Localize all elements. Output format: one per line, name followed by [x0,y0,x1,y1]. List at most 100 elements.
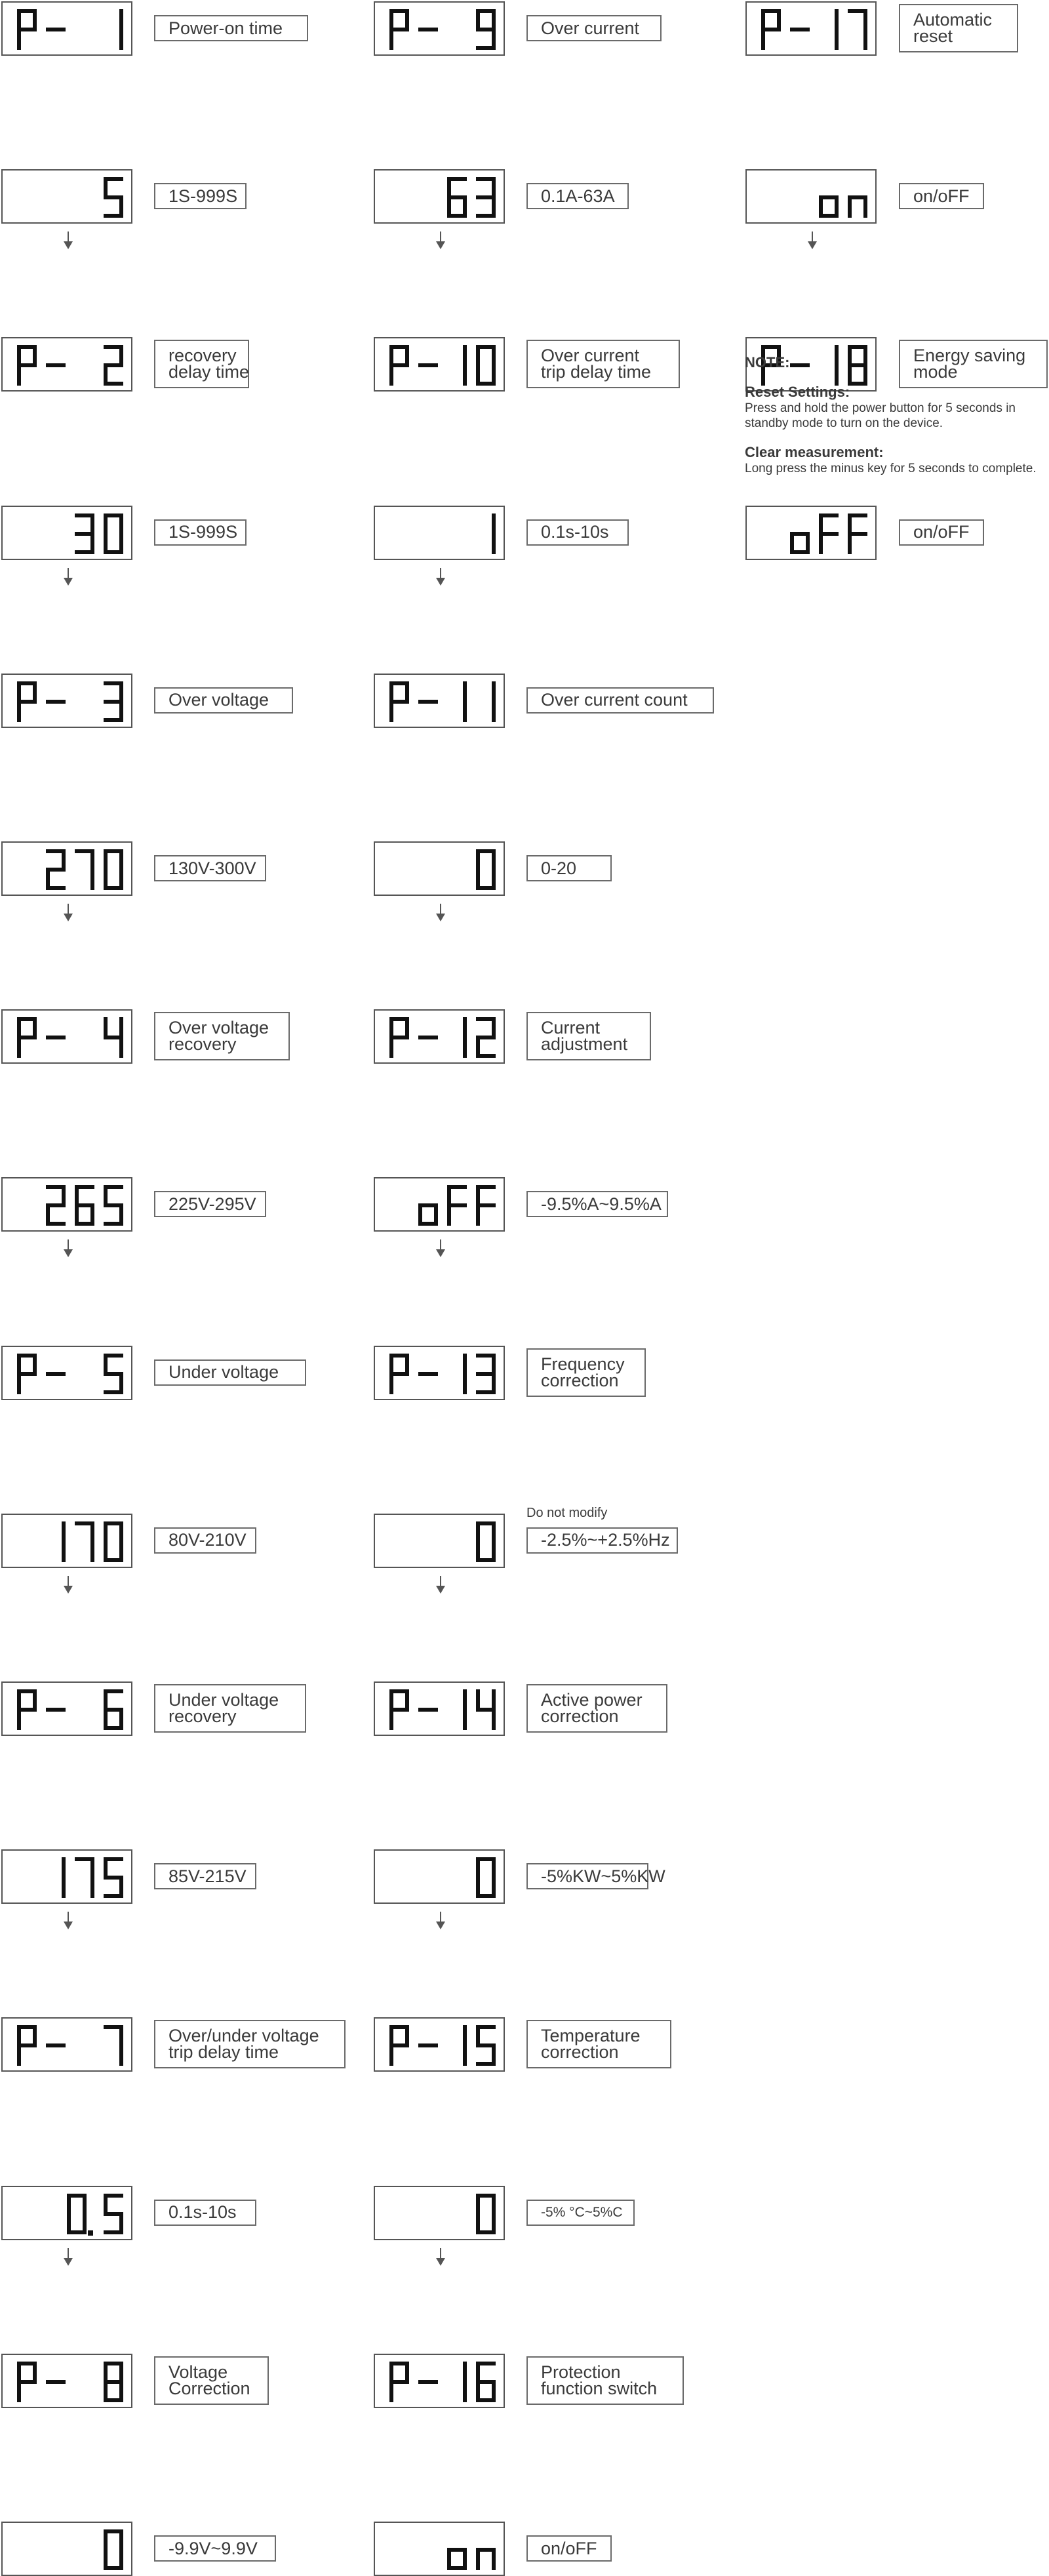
segment-a [476,345,496,350]
segment-d [476,1390,496,1394]
param-label-line: Energy saving [913,346,1026,366]
segment-f [761,345,765,366]
segment-f [447,1185,451,1206]
value-display-segments: 5 [104,177,123,218]
range-label: -5% °C~5%C [526,2199,635,2226]
segment-a [17,345,37,350]
down-arrow-icon [436,1575,445,1594]
segment-g [46,1708,66,1712]
segment-c [492,533,496,554]
param-label-line: delay time [168,362,250,382]
value-display: 30 [1,505,132,560]
segment-d [104,2230,123,2234]
param-label-line: Voltage [168,2362,228,2382]
segment-a [848,345,867,350]
segment-g [104,195,123,200]
segment-e [476,1541,480,1562]
segment-e [104,365,108,386]
value-display-segments: 175 [62,1857,123,1899]
segment-g [75,531,94,536]
segment-e [389,365,393,386]
segment-g [418,1708,438,1712]
segment-f [104,849,108,870]
segment-c [492,870,496,890]
segment-a [75,849,94,853]
segment-e [476,870,480,890]
segment-g [476,1371,496,1376]
value-display: 63 [374,169,505,224]
segment-b [492,681,496,702]
down-arrow-icon [436,904,445,921]
decimal-point-segment [88,2230,93,2236]
segment-e [104,1541,108,1562]
segment-f [476,2025,480,2046]
segment-c [62,1541,66,1562]
display-p16: P-16 [374,2353,505,2408]
segment-a [17,1017,37,1022]
segment-e [476,365,480,386]
segment-g [476,2379,496,2384]
display-p16-segments: P-16 [389,2361,496,2402]
down-arrow-icon [436,1912,445,1930]
segment-c [119,2045,123,2066]
segment-e [447,1205,451,1226]
segment-g [418,2043,438,2048]
param-label: Under voltage [154,1359,306,1386]
segment-e [389,701,393,722]
segment-g [761,363,781,368]
segment-e [819,533,823,554]
param-label-line: correction [541,2042,619,2063]
down-arrow-icon [64,904,73,921]
value-display: 270 [1,841,132,896]
param-label-line: recovery [168,1034,237,1055]
segment-f [17,2025,21,2046]
value-display: 0 [374,2185,505,2240]
segment-g [17,1708,37,1712]
param-label-line: trip delay time [168,2042,279,2063]
param-label-line: Over voltage [168,1018,269,1038]
down-arrow-icon [436,1239,445,1258]
display-p14: P-14 [374,1681,505,1736]
display-p15: P-15 [374,2017,505,2072]
segment-b [119,1521,123,1542]
segment-d [476,886,496,890]
value-display: 0.5 [1,2185,132,2240]
segment-b [835,9,839,30]
segment-f [389,681,393,702]
segment-a [389,1017,409,1022]
segment-g [46,1203,66,1208]
segment-b [405,681,409,702]
segment-b [492,2193,496,2214]
segment-f [17,681,21,702]
param-label-line: adjustment [541,1034,628,1055]
display-p2: P- 2 [1,337,132,392]
segment-c [90,870,94,890]
segment-d [476,46,496,50]
segment-g [104,2379,123,2384]
segment-b [405,2361,409,2382]
range-label: 0.1A-63A [526,183,629,210]
display-p7: P- 7 [1,2017,132,2072]
segment-f [476,9,480,30]
display-p6: P- 6 [1,1681,132,1736]
segment-c [492,701,496,722]
segment-a [389,345,409,350]
segment-f [389,2361,393,2382]
segment-a [389,681,409,685]
segment-f [104,1689,108,1710]
segment-b [405,2025,409,2046]
segment-b [33,9,37,30]
segment-g [476,1203,496,1208]
segment-d [476,2062,496,2066]
segment-a [819,513,839,517]
value-display: oFF [374,1177,505,1232]
segment-g [104,363,123,368]
segment-e [389,1710,393,1730]
segment-b [463,681,467,702]
segment-f [17,345,21,366]
segment-g [476,2548,496,2552]
param-label-line: trip delay time [541,362,652,382]
